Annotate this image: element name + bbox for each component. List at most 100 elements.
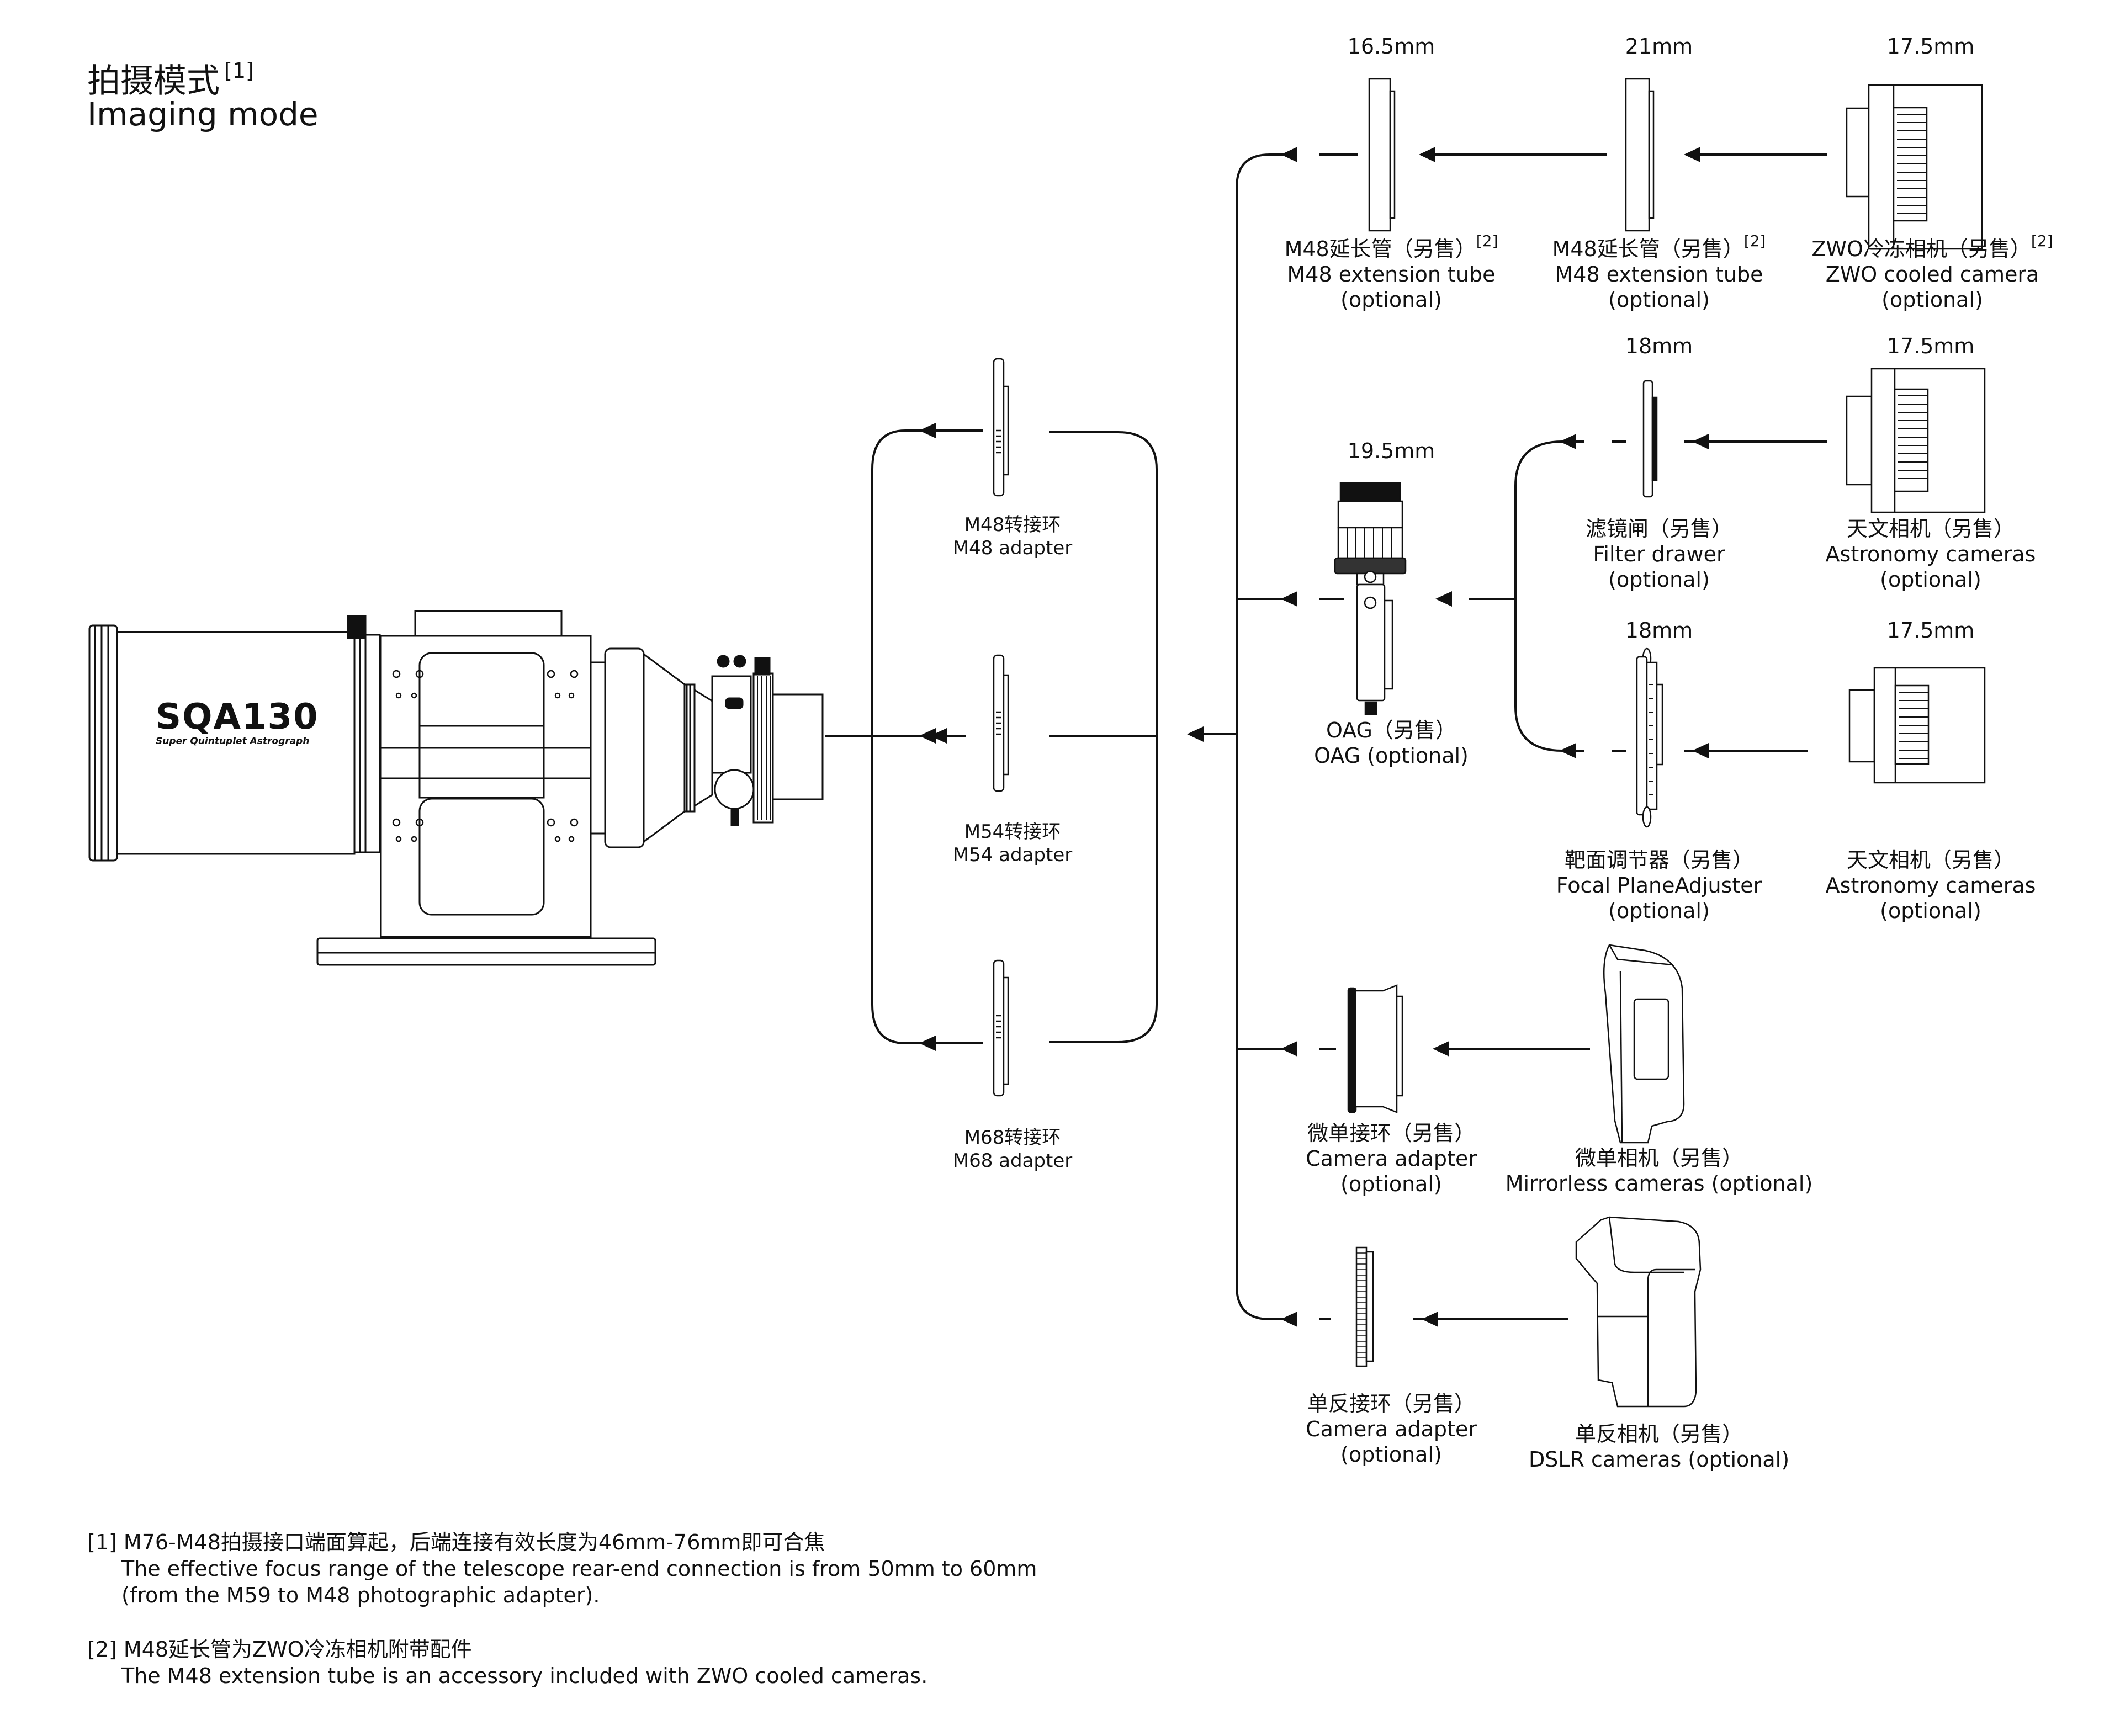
filter-drawer-label: 滤镜闸（另售） Filter drawer (optional)	[1586, 516, 1732, 592]
label-en: M68 adapter	[952, 1150, 1073, 1172]
label-note: (optional)	[1608, 899, 1710, 923]
dslr-camera-label: 单反相机（另售） DSLR cameras (optional)	[1529, 1421, 1789, 1472]
label-cn: M48延长管（另售）[2]	[1552, 229, 1766, 262]
label-en: Mirrorless cameras (optional)	[1505, 1171, 1813, 1196]
label-en: M48 adapter	[952, 537, 1073, 559]
arrow-left-icon	[930, 728, 947, 744]
title-cn-text: 拍摄模式	[87, 62, 220, 100]
arrow-left-icon	[1419, 147, 1435, 162]
footnote-cn-text: M76-M48拍摄接口端面算起，后端连接有效长度为46mm-76mm即可合焦	[123, 1530, 825, 1554]
label-note: (optional)	[1880, 567, 1981, 592]
label-note: (optional)	[1880, 899, 1981, 923]
arrow-left-icon	[1422, 1312, 1438, 1327]
footnote-ref: [2]	[87, 1637, 117, 1661]
m48-adapter-label: M48转接环 M48 adapter	[953, 513, 1072, 560]
dslr-adapter-label: 单反接环（另售） Camera adapter (optional)	[1306, 1391, 1477, 1467]
focal-plane-adjuster-icon	[1636, 647, 1663, 828]
arrow-left-icon	[1281, 147, 1297, 162]
footnote-ref: [2]	[1476, 232, 1498, 250]
m48-adapter-ring-icon	[993, 358, 1009, 497]
oag-label: OAG（另售） OAG (optional)	[1314, 718, 1469, 768]
label-cn: ZWO冷冻相机（另售）[2]	[1811, 229, 2053, 262]
label-cn: 单反接环（另售）	[1307, 1392, 1476, 1416]
dimension-label: 17.5mm	[1886, 34, 1975, 59]
label-cn: 微单相机（另售）	[1575, 1146, 1743, 1170]
arrow-left-icon	[1281, 1312, 1297, 1327]
page-title-en: Imaging mode	[87, 95, 319, 133]
label-en: Filter drawer	[1593, 542, 1725, 566]
label-cn: 微单接环（另售）	[1307, 1121, 1476, 1145]
focal-plane-adjuster-label: 靶面调节器（另售） Focal PlaneAdjuster (optional)	[1556, 847, 1762, 923]
label-cn-text: M48延长管（另售）	[1284, 237, 1476, 261]
astronomy-camera-1-icon	[1846, 368, 1986, 513]
adapter-ring-icons	[993, 358, 1009, 1097]
m54-adapter-label: M54转接环 M54 adapter	[953, 820, 1072, 867]
footnote-en-line: (from the M59 to M48 photographic adapte…	[121, 1583, 600, 1607]
dimension-label: 16.5mm	[1347, 34, 1435, 59]
label-cn-text: ZWO冷冻相机（另售）	[1811, 237, 2031, 261]
extension-tube-2-label: M48延长管（另售）[2] M48 extension tube (option…	[1552, 229, 1766, 312]
filter-drawer-icon	[1642, 380, 1658, 498]
footnote-1: [1] M76-M48拍摄接口端面算起，后端连接有效长度为46mm-76mm即可…	[87, 1529, 1037, 1608]
m68-adapter-label: M68转接环 M68 adapter	[953, 1126, 1072, 1172]
label-en: Camera adapter	[1306, 1146, 1477, 1171]
label-cn: 天文相机（另售）	[1846, 848, 2015, 872]
telescope-drawing	[88, 610, 824, 966]
arrow-left-icon	[1560, 434, 1576, 449]
zwo-cooled-camera-icon	[1846, 84, 1983, 250]
label-cn: M68转接环	[964, 1127, 1061, 1149]
arrow-left-icon	[1187, 726, 1204, 742]
arrow-left-icon	[1433, 1041, 1449, 1057]
label-note: (optional)	[1608, 567, 1710, 592]
zwo-camera-label: ZWO冷冻相机（另售）[2] ZWO cooled camera (option…	[1811, 229, 2053, 312]
footnote-2-cn: [2] M48延长管为ZWO冷冻相机附带配件	[87, 1636, 1037, 1663]
extension-tube-2-icon	[1625, 78, 1655, 232]
label-en: ZWO cooled camera	[1825, 262, 2039, 286]
dslr-camera-icon	[1575, 1216, 1702, 1408]
connector-lines	[825, 153, 1827, 1320]
footnote-en-line: The effective focus range of the telesco…	[121, 1557, 1037, 1581]
footnote-1-cn: [1] M76-M48拍摄接口端面算起，后端连接有效长度为46mm-76mm即可…	[87, 1529, 1037, 1556]
label-en: M48 extension tube	[1287, 262, 1496, 286]
arrow-left-icon	[919, 423, 936, 438]
label-en: Astronomy cameras	[1825, 542, 2036, 566]
label-cn: 单反相机（另售）	[1575, 1422, 1743, 1446]
dimension-label: 18mm	[1625, 618, 1693, 643]
arrow-left-icon	[1560, 743, 1576, 758]
m54-adapter-ring-icon	[993, 654, 1009, 792]
astronomy-camera-2-label: 天文相机（另售） Astronomy cameras (optional)	[1826, 847, 2036, 923]
astronomy-camera-1-label: 天文相机（另售） Astronomy cameras (optional)	[1826, 516, 2036, 592]
label-cn: M54转接环	[964, 821, 1061, 843]
dimension-label: 17.5mm	[1886, 618, 1975, 643]
mirrorless-camera-label: 微单相机（另售） Mirrorless cameras (optional)	[1506, 1145, 1813, 1196]
label-en: M48 extension tube	[1555, 262, 1763, 286]
label-note: (optional)	[1340, 1172, 1442, 1196]
label-en: DSLR cameras (optional)	[1528, 1447, 1790, 1472]
footnote-ref: [2]	[1743, 232, 1766, 250]
arrow-left-icon	[1435, 591, 1452, 607]
arrow-left-icon	[1692, 743, 1709, 758]
extension-tube-1-label: M48延长管（另售）[2] M48 extension tube (option…	[1285, 229, 1498, 312]
label-note: (optional)	[1882, 288, 1983, 312]
label-en: Focal PlaneAdjuster	[1556, 873, 1762, 898]
m68-adapter-ring-icon	[993, 959, 1009, 1097]
astronomy-camera-2-icon	[1848, 667, 1986, 784]
label-note: (optional)	[1340, 288, 1442, 312]
dslr-adapter-icon	[1355, 1246, 1374, 1367]
arrow-left-icon	[1684, 147, 1700, 162]
arrow-left-icon	[1281, 1041, 1297, 1057]
label-note: (optional)	[1340, 1442, 1442, 1467]
arrow-left-icon	[1692, 434, 1709, 449]
footnote-ref: [1]	[224, 59, 254, 83]
arrow-left-icon	[1281, 591, 1297, 607]
dimension-label: 21mm	[1625, 34, 1693, 59]
dimension-label: 17.5mm	[1886, 334, 1975, 358]
dimension-label: 18mm	[1625, 334, 1693, 358]
label-cn: M48延长管（另售）[2]	[1285, 229, 1498, 262]
label-en: M54 adapter	[952, 844, 1073, 866]
footnotes: [1] M76-M48拍摄接口端面算起，后端连接有效长度为46mm-76mm即可…	[87, 1529, 1037, 1689]
footnote-en-line: The M48 extension tube is an accessory i…	[121, 1664, 928, 1688]
label-en: Astronomy cameras	[1825, 873, 2036, 898]
extension-tube-1-icon	[1368, 78, 1396, 232]
